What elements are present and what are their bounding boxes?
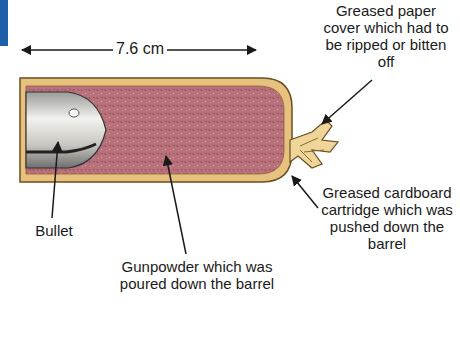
bullet: [26, 92, 106, 168]
twisted-paper: [290, 120, 338, 168]
bullet-highlight: [69, 109, 79, 117]
callout-label: Bullet: [14, 222, 94, 239]
leader-line: [166, 156, 186, 254]
gunpowder: [26, 86, 284, 174]
callout-label: Gunpowder which was poured down the barr…: [112, 258, 282, 292]
callout-label: Greased paper cover which had to be ripp…: [316, 2, 456, 70]
cartridge-case: [20, 78, 292, 182]
leader-line: [322, 80, 372, 124]
leader-line: [292, 176, 318, 208]
leader-line: [52, 142, 58, 218]
dimension-label: 7.6 cm: [113, 40, 167, 57]
callout-label: Greased cardboard cartridge which was pu…: [318, 184, 456, 252]
bullet-shadow: [26, 144, 96, 152]
corner-bar: [0, 0, 8, 46]
paper-folds: [300, 138, 324, 162]
